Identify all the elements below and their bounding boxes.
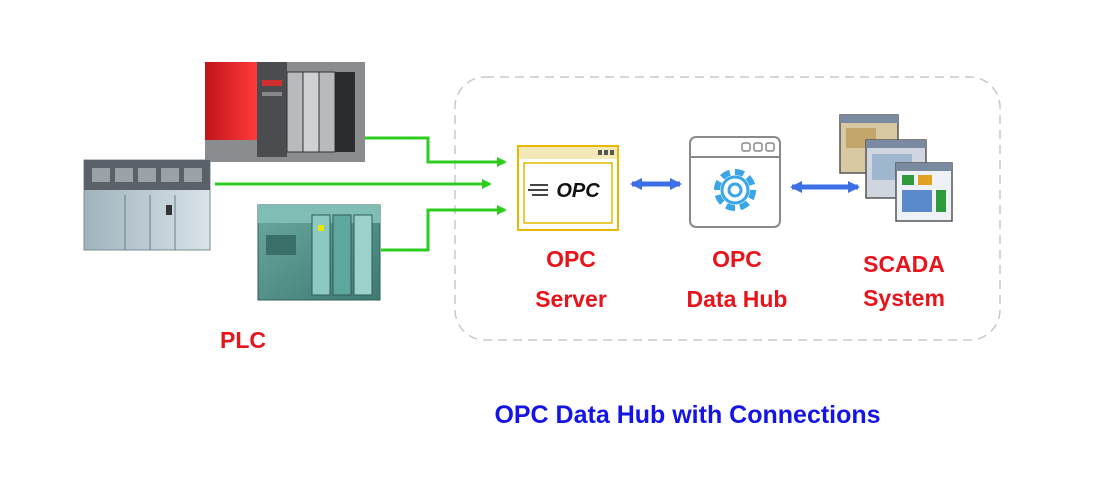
link-plc-teal-to-server	[381, 205, 507, 252]
opc-data-hub-label-line1: OPC	[712, 246, 762, 272]
gear-icon	[714, 169, 756, 211]
opc-data-hub-window-icon	[689, 136, 781, 228]
diagram-caption: OPC Data Hub with Connections	[494, 401, 881, 429]
plc-device-teal-icon	[257, 204, 381, 301]
opc-server-label: OPC Server	[525, 245, 617, 313]
opc-server-label-line2: Server	[535, 286, 607, 312]
plc-device-red-icon	[205, 62, 365, 162]
scada-system-label-line2: System	[863, 285, 945, 311]
opc-data-hub-label-line2: Data Hub	[686, 286, 788, 312]
plc-label: PLC	[220, 327, 266, 353]
opc-server-window-icon: OPC	[517, 145, 619, 231]
opc-server-label-line1: OPC	[546, 246, 596, 272]
opc-logo-text: OPC	[556, 180, 600, 202]
scada-system-label: SCADA System	[850, 247, 958, 315]
link-plc-red-to-server	[365, 136, 507, 167]
opc-data-hub-label: OPC Data Hub	[675, 245, 799, 313]
scada-system-label-line1: SCADA	[863, 251, 945, 277]
scada-system-icon	[839, 114, 953, 222]
plc-device-gray-icon	[83, 159, 211, 251]
